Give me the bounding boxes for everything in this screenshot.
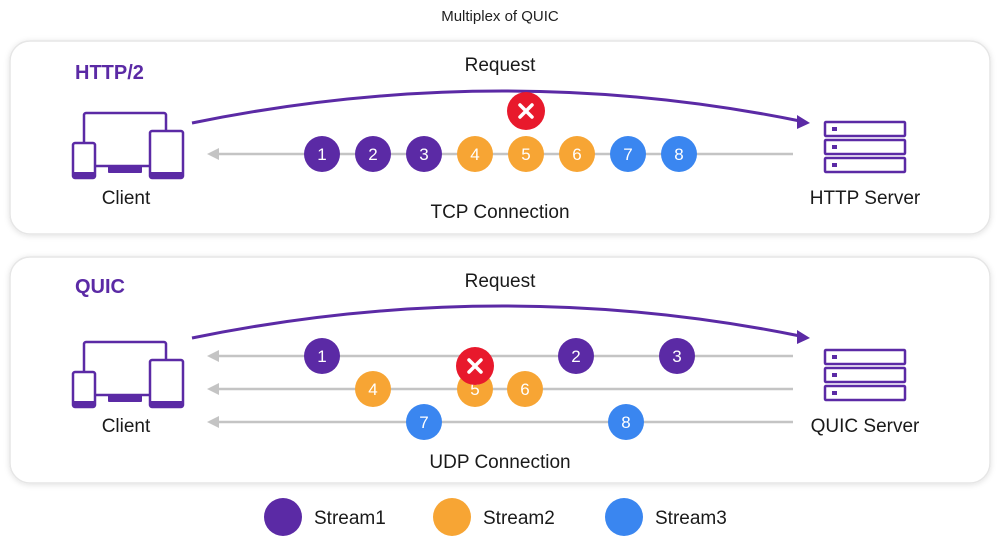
- http2-server-icon: [823, 120, 907, 174]
- http2-packet-8: 8: [661, 136, 697, 172]
- quic-packet-3-circle: [659, 338, 695, 374]
- http2-request-arrow: [191, 89, 801, 125]
- quic-request-arrow: [191, 304, 801, 340]
- quic-packet-6-circle: [507, 371, 543, 407]
- http2-request-label: Request: [465, 55, 536, 76]
- quic-request-arrowhead: [797, 330, 810, 344]
- http2-packet-7-circle: [610, 136, 646, 172]
- quic-lost-x-icon: [456, 347, 494, 385]
- http2-packet-5: 5: [508, 136, 544, 172]
- legend-item-1: Stream1: [264, 498, 386, 536]
- http2-packet-4-circle: [457, 136, 493, 172]
- http2-packet-3-label: 3: [419, 145, 428, 164]
- http2-packet-5-label: 5: [521, 145, 530, 164]
- http2-packet-6-label: 6: [572, 145, 581, 164]
- quic-packet-3: 3: [659, 338, 695, 374]
- http2-packet-8-circle: [661, 136, 697, 172]
- quic-packets: 1 2 3 4 5 6 7 8: [304, 338, 695, 440]
- http2-packet-1-label: 1: [317, 145, 326, 164]
- quic-packet-8-circle: [608, 404, 644, 440]
- http2-packet-8-label: 8: [674, 145, 683, 164]
- quic-packet-7-label: 7: [419, 413, 428, 432]
- http2-request-arrowhead: [797, 115, 810, 129]
- quic-packet-3-label: 3: [672, 347, 681, 366]
- http2-packet-1-circle: [304, 136, 340, 172]
- page-title: Multiplex of QUIC: [441, 8, 559, 25]
- legend-swatch: [264, 498, 302, 536]
- http2-packet-3: 3: [406, 136, 442, 172]
- http2-panel-background: [9, 40, 991, 235]
- http2-panel: HTTP/2 Request Client HTTP Server 1: [9, 40, 991, 235]
- http2-packet-7-label: 7: [623, 145, 632, 164]
- quic-packet-2: 2: [558, 338, 594, 374]
- http2-packet-4-label: 4: [470, 145, 479, 164]
- http2-title: HTTP/2: [75, 62, 144, 84]
- http2-packet-2: 2: [355, 136, 391, 172]
- quic-packet-4-circle: [355, 371, 391, 407]
- http2-connection-label: TCP Connection: [430, 202, 569, 223]
- quic-packet-7: 7: [406, 404, 442, 440]
- quic-client-icon: [71, 340, 185, 409]
- quic-title: QUIC: [75, 276, 125, 298]
- http2-packet-3-circle: [406, 136, 442, 172]
- http2-tcp-arrowhead: [207, 148, 219, 160]
- quic-packet-4: 4: [355, 371, 391, 407]
- quic-packet-4-label: 4: [368, 380, 377, 399]
- http2-client-icon: [71, 111, 185, 180]
- legend-label: Stream1: [314, 508, 386, 529]
- legend-label: Stream2: [483, 508, 555, 529]
- quic-packet-8-label: 8: [621, 413, 630, 432]
- quic-panel: QUIC Request Client QUIC Server: [9, 256, 991, 484]
- quic-client-label: Client: [102, 416, 151, 437]
- http2-packet-4: 4: [457, 136, 493, 172]
- quic-lane-2-arrowhead: [207, 383, 219, 395]
- legend: Stream1 Stream2 Stream3: [264, 498, 727, 536]
- http2-packet-2-circle: [355, 136, 391, 172]
- quic-packet-7-circle: [406, 404, 442, 440]
- quic-lane-1-arrowhead: [207, 350, 219, 362]
- quic-lane-3-arrowhead: [207, 416, 219, 428]
- quic-server-icon: [823, 348, 907, 402]
- quic-packet-1-label: 1: [317, 347, 326, 366]
- quic-server-label: QUIC Server: [811, 416, 920, 437]
- quic-packet-6: 6: [507, 371, 543, 407]
- legend-swatch: [605, 498, 643, 536]
- quic-packet-6-label: 6: [520, 380, 529, 399]
- http2-client-label: Client: [102, 188, 151, 209]
- http2-packet-2-label: 2: [368, 145, 377, 164]
- quic-connection-label: UDP Connection: [429, 452, 570, 473]
- quic-packet-5-label: 5: [470, 380, 479, 399]
- http2-packets: 1 2 3 4 5 6 7 8: [304, 92, 697, 172]
- quic-packet-2-label: 2: [571, 347, 580, 366]
- legend-label: Stream3: [655, 508, 727, 529]
- legend-item-2: Stream2: [433, 498, 555, 536]
- http2-packet-6: 6: [559, 136, 595, 172]
- quic-packet-1-circle: [304, 338, 340, 374]
- quic-panel-background: [9, 256, 991, 484]
- http2-packet-1: 1: [304, 136, 340, 172]
- quic-request-label: Request: [465, 271, 536, 292]
- http2-packet-7: 7: [610, 136, 646, 172]
- http2-server-label: HTTP Server: [810, 188, 921, 209]
- legend-swatch: [433, 498, 471, 536]
- http2-packet-6-circle: [559, 136, 595, 172]
- http2-packet-5-circle: [508, 136, 544, 172]
- legend-item-3: Stream3: [605, 498, 727, 536]
- quic-packet-2-circle: [558, 338, 594, 374]
- http2-lost-x-icon: [507, 92, 545, 130]
- quic-packet-8: 8: [608, 404, 644, 440]
- quic-packet-1: 1: [304, 338, 340, 374]
